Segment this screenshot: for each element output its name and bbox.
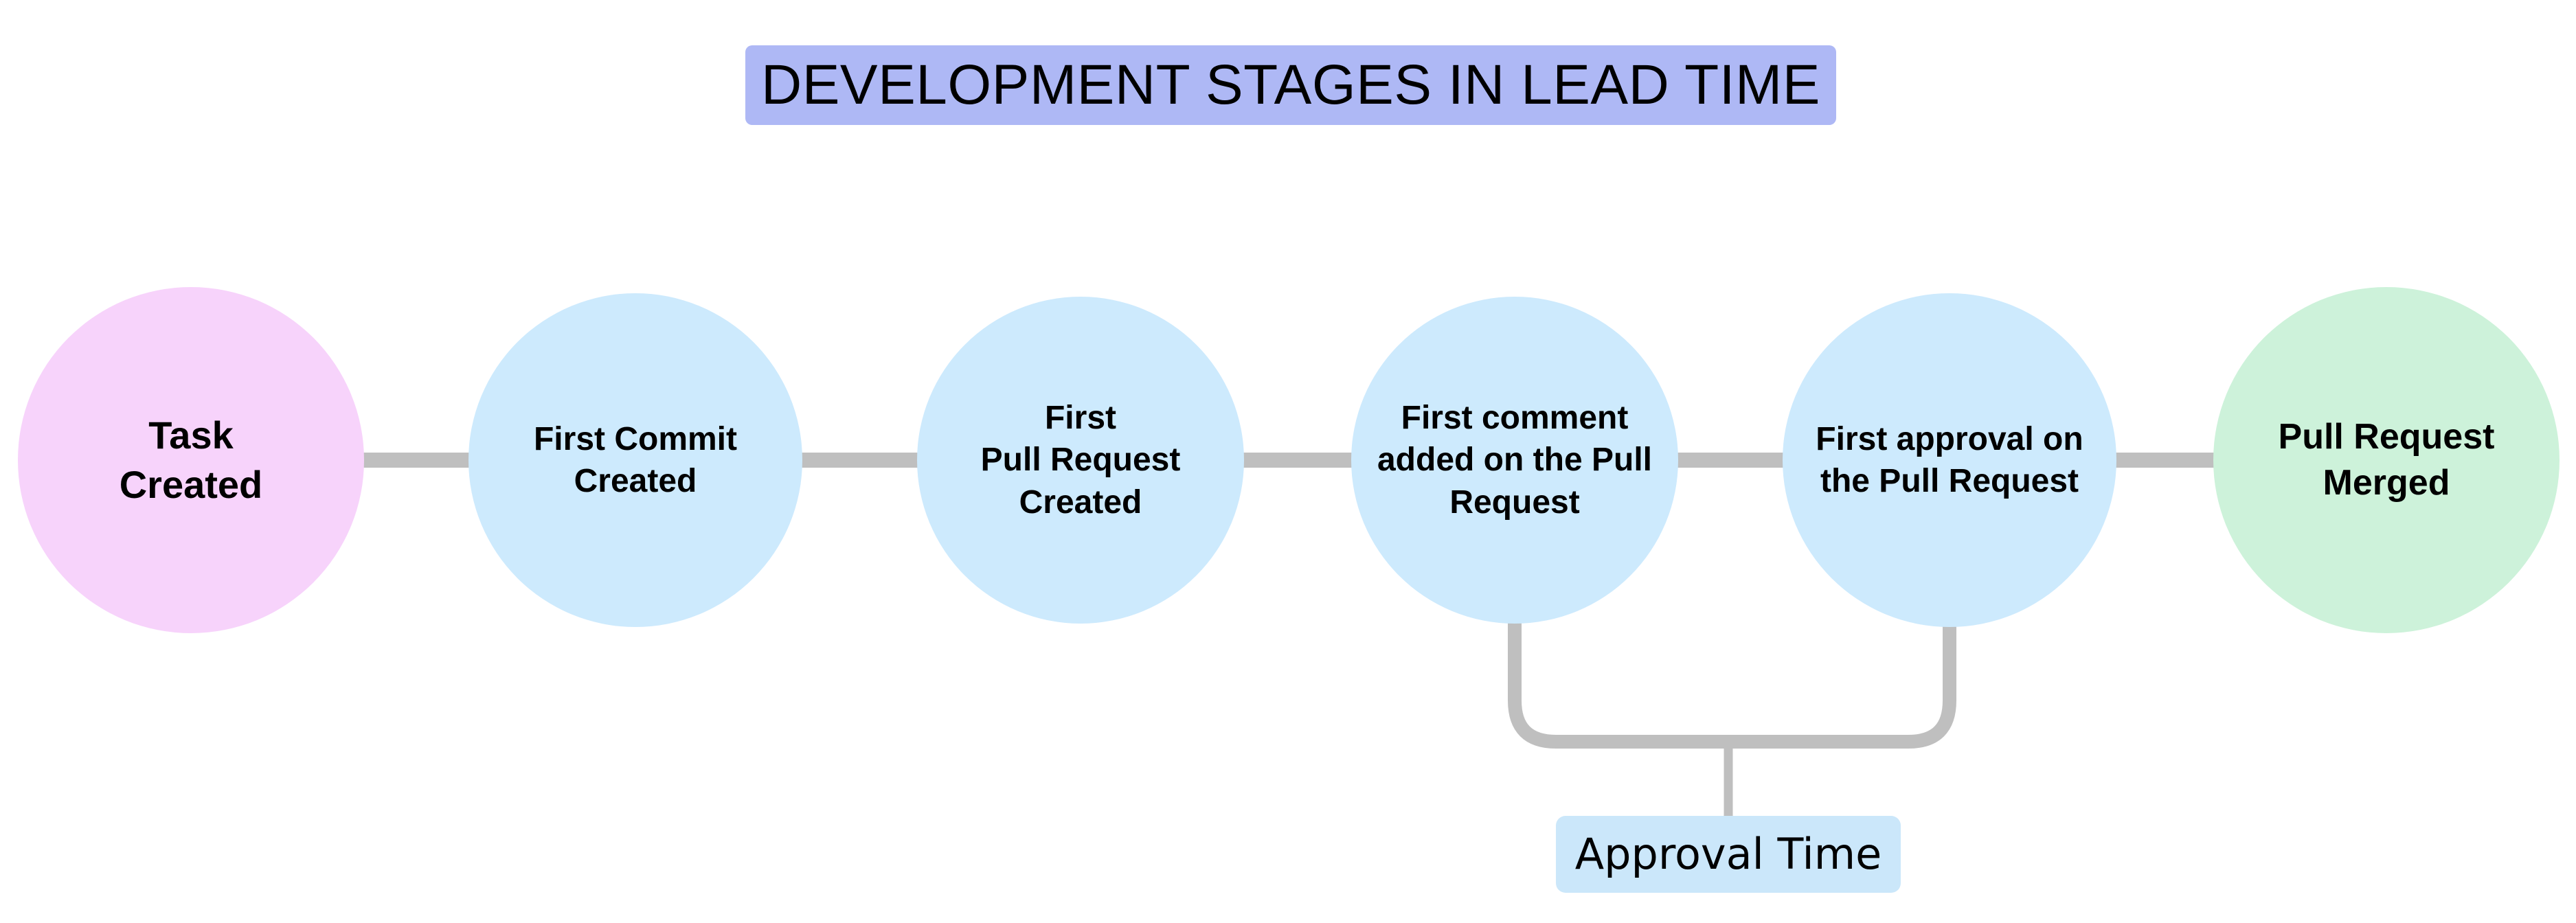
approval-time-badge[interactable]: Approval Time <box>1556 816 1901 893</box>
stage-label: First approval on the Pull Request <box>1816 420 2083 499</box>
page-title: DEVELOPMENT STAGES IN LEAD TIME <box>761 54 1820 116</box>
stage-label: First Commit Created <box>533 420 737 499</box>
stage-label: Pull Request Merged <box>2278 417 2495 503</box>
stage-label: First comment added on the Pull Request <box>1377 399 1652 521</box>
diagram-title-banner: DEVELOPMENT STAGES IN LEAD TIME <box>745 45 1836 125</box>
stage-node-first-pull-request-created[interactable]: First Pull Request Created <box>917 297 1244 624</box>
approval-time-bracket <box>1508 618 1956 749</box>
approval-time-label: Approval Time <box>1574 829 1882 879</box>
stage-node-first-commit-created[interactable]: First Commit Created <box>468 293 802 627</box>
stage-node-task-created[interactable]: Task Created <box>18 287 364 633</box>
stage-label: Task Created <box>119 413 263 506</box>
stage-node-first-approval[interactable]: First approval on the Pull Request <box>1783 293 2116 627</box>
stage-node-pull-request-merged[interactable]: Pull Request Merged <box>2213 287 2560 633</box>
stage-label: First Pull Request Created <box>980 399 1181 521</box>
stage-node-first-comment-added[interactable]: First comment added on the Pull Request <box>1351 297 1678 624</box>
